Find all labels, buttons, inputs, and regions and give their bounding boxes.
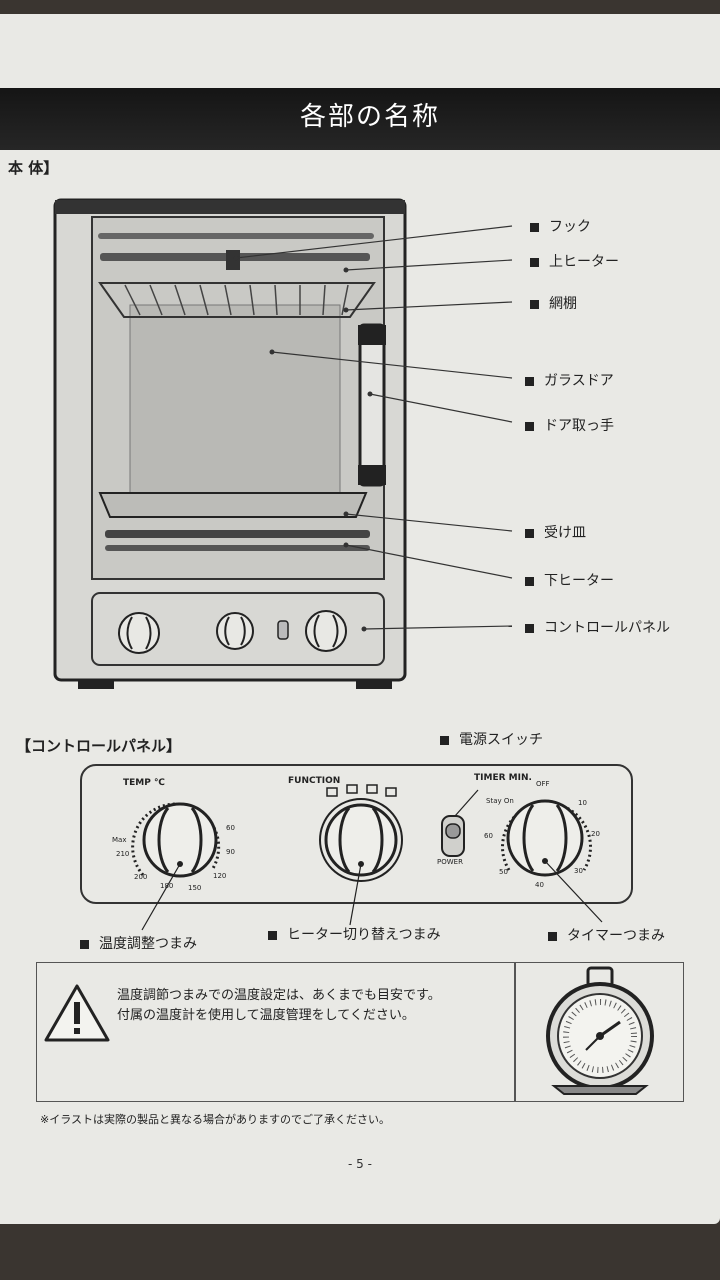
label-temp-knob: 温度調整つまみ xyxy=(80,933,197,953)
warning-line: 温度調節つまみでの温度設定は、あくまでも目安です。 xyxy=(117,988,441,1003)
label-hook: フック xyxy=(530,216,591,236)
label-tray: 受け皿 xyxy=(525,522,586,542)
control-panel-diagram xyxy=(80,764,633,904)
function-knob xyxy=(319,784,403,882)
temp-tick: 200 xyxy=(134,873,148,881)
timer-tick: OFF xyxy=(536,780,550,788)
temp-tick: 210 xyxy=(116,850,130,858)
thermometer-icon xyxy=(546,966,654,1095)
section-control-panel: 【コントロールパネル】 xyxy=(16,737,182,755)
section-main-body: 本 体】 xyxy=(8,159,59,177)
timer-knob xyxy=(501,799,592,877)
warning-box xyxy=(36,962,684,1102)
timer-tick: 20 xyxy=(591,830,600,838)
power-caption: POWER xyxy=(437,858,463,866)
timer-tick: 40 xyxy=(535,881,544,889)
timer-tick: 50 xyxy=(499,868,508,876)
timer-tick: 60 xyxy=(484,832,493,840)
temp-tick: 60 xyxy=(226,824,235,832)
label-rack: 網棚 xyxy=(530,293,577,313)
label-timer-knob: タイマーつまみ xyxy=(548,925,665,945)
timer-tick: Stay On xyxy=(486,797,514,805)
label-control-panel: コントロールパネル xyxy=(525,617,670,637)
page-number: - 5 - xyxy=(348,1157,372,1171)
label-door-handle: ドア取っ手 xyxy=(525,415,614,435)
warning-text: 温度調節つまみでの温度設定は、あくまでも目安です。 付属の温度計を使用して温度管… xyxy=(117,986,497,1026)
title-banner xyxy=(0,88,720,150)
temp-caption: TEMP ℃ xyxy=(123,778,165,788)
oven-illustration xyxy=(53,198,407,689)
label-heater-knob: ヒーター切り替えつまみ xyxy=(268,924,441,944)
timer-tick: 10 xyxy=(578,799,587,807)
function-caption: FUNCTION xyxy=(288,776,341,786)
label-lower-heater: 下ヒーター xyxy=(525,570,614,590)
temp-tick: 150 xyxy=(188,884,202,892)
temp-tick: 120 xyxy=(213,872,227,880)
temp-knob xyxy=(131,802,221,878)
warning-divider xyxy=(514,962,516,1102)
timer-tick: 30 xyxy=(574,867,583,875)
leader-lines xyxy=(235,225,513,632)
temp-tick: Max xyxy=(112,836,127,844)
label-power-switch: 電源スイッチ xyxy=(440,729,543,749)
temp-tick: 90 xyxy=(226,848,235,856)
label-upper-heater: 上ヒーター xyxy=(530,251,619,271)
page-title: 各部の名称 xyxy=(299,102,440,132)
disclaimer-note: ※イラストは実際の製品と異なる場合がありますのでご了承ください。 xyxy=(40,1113,390,1126)
timer-caption: TIMER MIN. xyxy=(474,773,532,783)
warning-icon xyxy=(44,984,110,1042)
warning-line: 付属の温度計を使用して温度管理をしてください。 xyxy=(117,1008,415,1023)
power-switch xyxy=(441,789,479,857)
label-glass-door: ガラスドア xyxy=(525,370,614,390)
panel-knobs xyxy=(131,784,603,931)
